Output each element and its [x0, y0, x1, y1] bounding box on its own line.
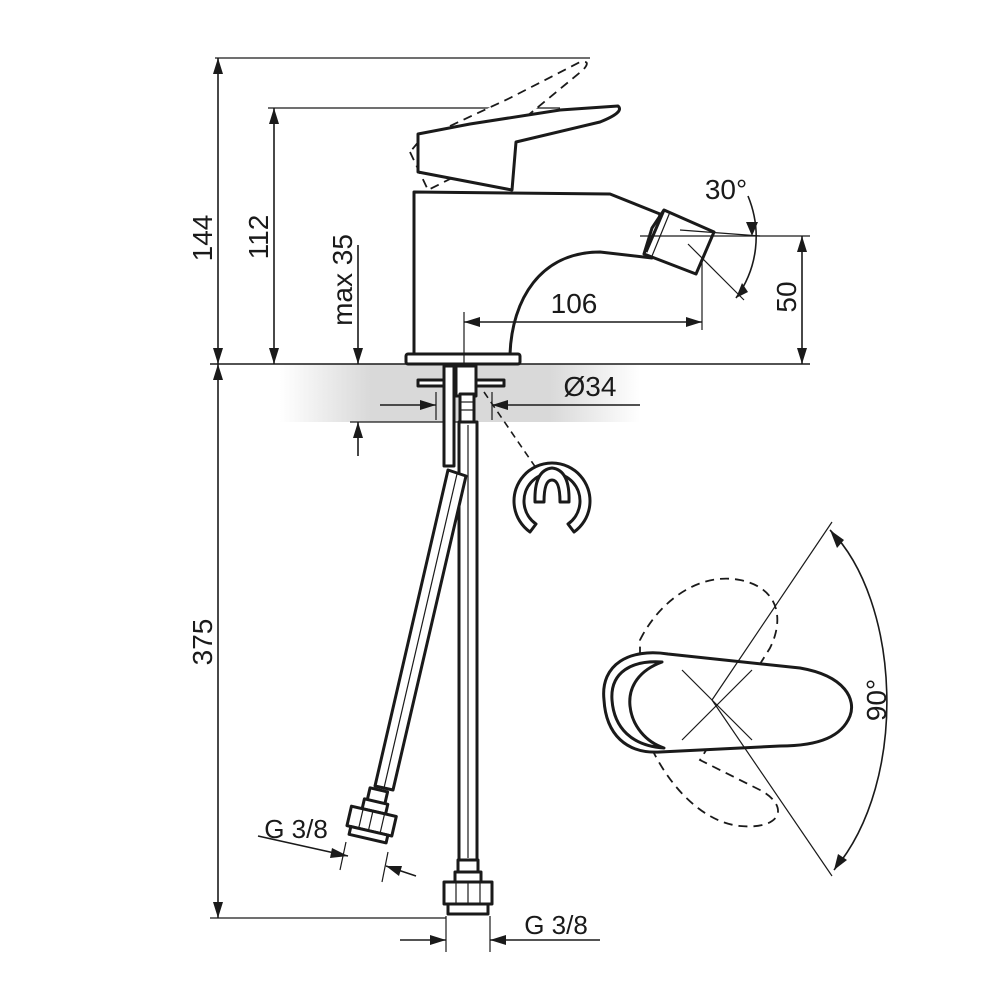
dimension-g38-right: G 3/8 [400, 910, 600, 952]
base-plate [404, 352, 522, 366]
mounting-stud [442, 364, 456, 468]
hose-fitting-right [442, 858, 494, 916]
dimension-50: 50 [640, 235, 810, 364]
hose-crimp [458, 392, 476, 424]
dimension-g38-left: G 3/8 [257, 814, 417, 883]
faucet-body [404, 60, 716, 366]
dimension-106: 106 [463, 262, 703, 364]
dim-label-30-deg: 30° [705, 174, 747, 205]
dim-label-106: 106 [551, 288, 598, 319]
dimension-144: 144 [187, 57, 590, 364]
mounting-hardware [416, 364, 506, 468]
lever-solid [602, 651, 854, 754]
horseshoe-washer [512, 461, 592, 534]
horseshoe-washer-inner [533, 466, 571, 504]
dimension-90-deg: 90° [711, 521, 892, 877]
dim-label-90-deg: 90° [861, 679, 892, 721]
lever-handle [416, 104, 621, 192]
dim-label-max-35: max 35 [327, 234, 358, 326]
spout-nozzle [642, 208, 716, 276]
lever-top-view [602, 577, 854, 828]
dimension-30-deg: 30° [679, 174, 761, 301]
dimension-dia-34: Ø34 [380, 371, 640, 420]
faucet-main-body [412, 190, 662, 356]
dim-label-375: 375 [187, 619, 218, 666]
dim-label-g38-left: G 3/8 [264, 814, 328, 844]
flexible-hoses [373, 420, 479, 862]
dimension-375: 375 [187, 364, 446, 919]
dim-label-144: 144 [187, 215, 218, 262]
dim-label-50: 50 [771, 281, 802, 312]
hose-connector-top [454, 364, 478, 398]
dim-label-g38-right: G 3/8 [524, 910, 588, 940]
deck-surface [210, 363, 810, 422]
dim-label-112: 112 [243, 215, 274, 260]
hose-fitting-left [345, 786, 398, 845]
dimension-max-35: max 35 [327, 234, 460, 456]
horseshoe-washer-detail [483, 391, 592, 534]
dimension-112: 112 [243, 107, 560, 364]
dim-label-dia-34: Ø34 [564, 371, 617, 402]
